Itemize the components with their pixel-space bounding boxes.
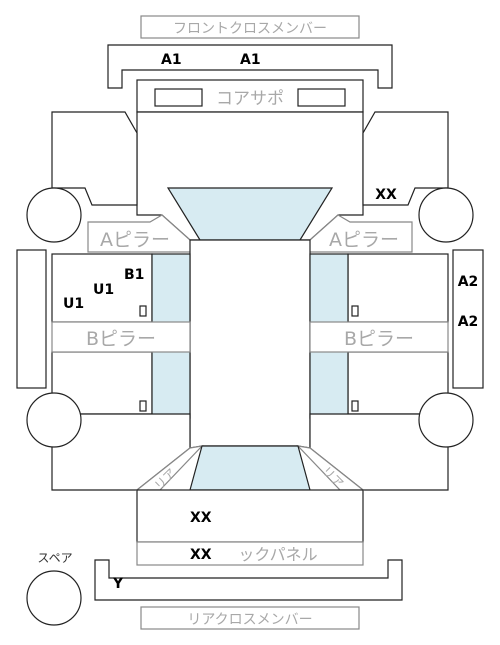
- right-side-code-upper: A2: [458, 274, 479, 290]
- front-right-wheel: [418, 187, 474, 243]
- rear-cross-member-label: リアクロスメンバー: [187, 612, 312, 628]
- right-rear-door-handle: [351, 400, 359, 412]
- rear-panel-label: ックパネル: [238, 545, 317, 564]
- front-cross-member-box: [140, 15, 360, 39]
- spare-tire: [26, 570, 82, 626]
- core-support-right-slot: [297, 88, 346, 107]
- right-side-sill: [452, 249, 484, 389]
- left-u1-code-upper: U1: [93, 282, 114, 298]
- rear-window: [189, 445, 311, 491]
- right-front-door: [347, 253, 449, 323]
- left-front-door-handle: [139, 305, 147, 317]
- right-side-code-lower: A2: [458, 314, 479, 330]
- front-right-apron-code: XX: [375, 187, 397, 203]
- rear-panel: [136, 541, 364, 566]
- left-front-door: [51, 253, 153, 323]
- left-u1-code-lower: U1: [63, 296, 84, 312]
- a-pillar-right-label: Aピラー: [329, 229, 399, 251]
- front-member-code-left: A1: [161, 52, 182, 68]
- cabin-roof: [189, 239, 311, 449]
- front-cross-member-label: フロントクロスメンバー: [173, 21, 327, 37]
- rear-member-bracket: [94, 559, 403, 601]
- core-support-label: コアサポ: [216, 89, 284, 109]
- spare-label: スペア: [37, 551, 72, 565]
- a-pillar-left-label: Aピラー: [100, 229, 170, 251]
- rear-panel-code: XX: [190, 547, 212, 563]
- right-front-door-handle: [351, 305, 359, 317]
- left-rear-door-handle: [139, 400, 147, 412]
- rear-right-wheel: [418, 392, 474, 448]
- front-right-apron: [362, 111, 449, 206]
- front-left-wheel: [26, 187, 82, 243]
- rear-member-code: Y: [112, 576, 124, 592]
- left-b1-code: B1: [124, 267, 144, 283]
- b-pillar-right: [309, 321, 449, 353]
- trunk-floor: [136, 489, 364, 543]
- rear-cross-member-box: [140, 606, 360, 630]
- trunk-floor-code: XX: [190, 510, 212, 526]
- front-member-bracket: [107, 44, 393, 89]
- b-pillar-left: [51, 321, 191, 353]
- front-member-code-right: A1: [240, 52, 261, 68]
- rear-left-wheel: [26, 392, 82, 448]
- b-pillar-right-label: Bピラー: [344, 328, 414, 350]
- core-support-left-slot: [154, 88, 203, 107]
- left-side-sill: [16, 249, 47, 389]
- b-pillar-left-label: Bピラー: [86, 328, 156, 350]
